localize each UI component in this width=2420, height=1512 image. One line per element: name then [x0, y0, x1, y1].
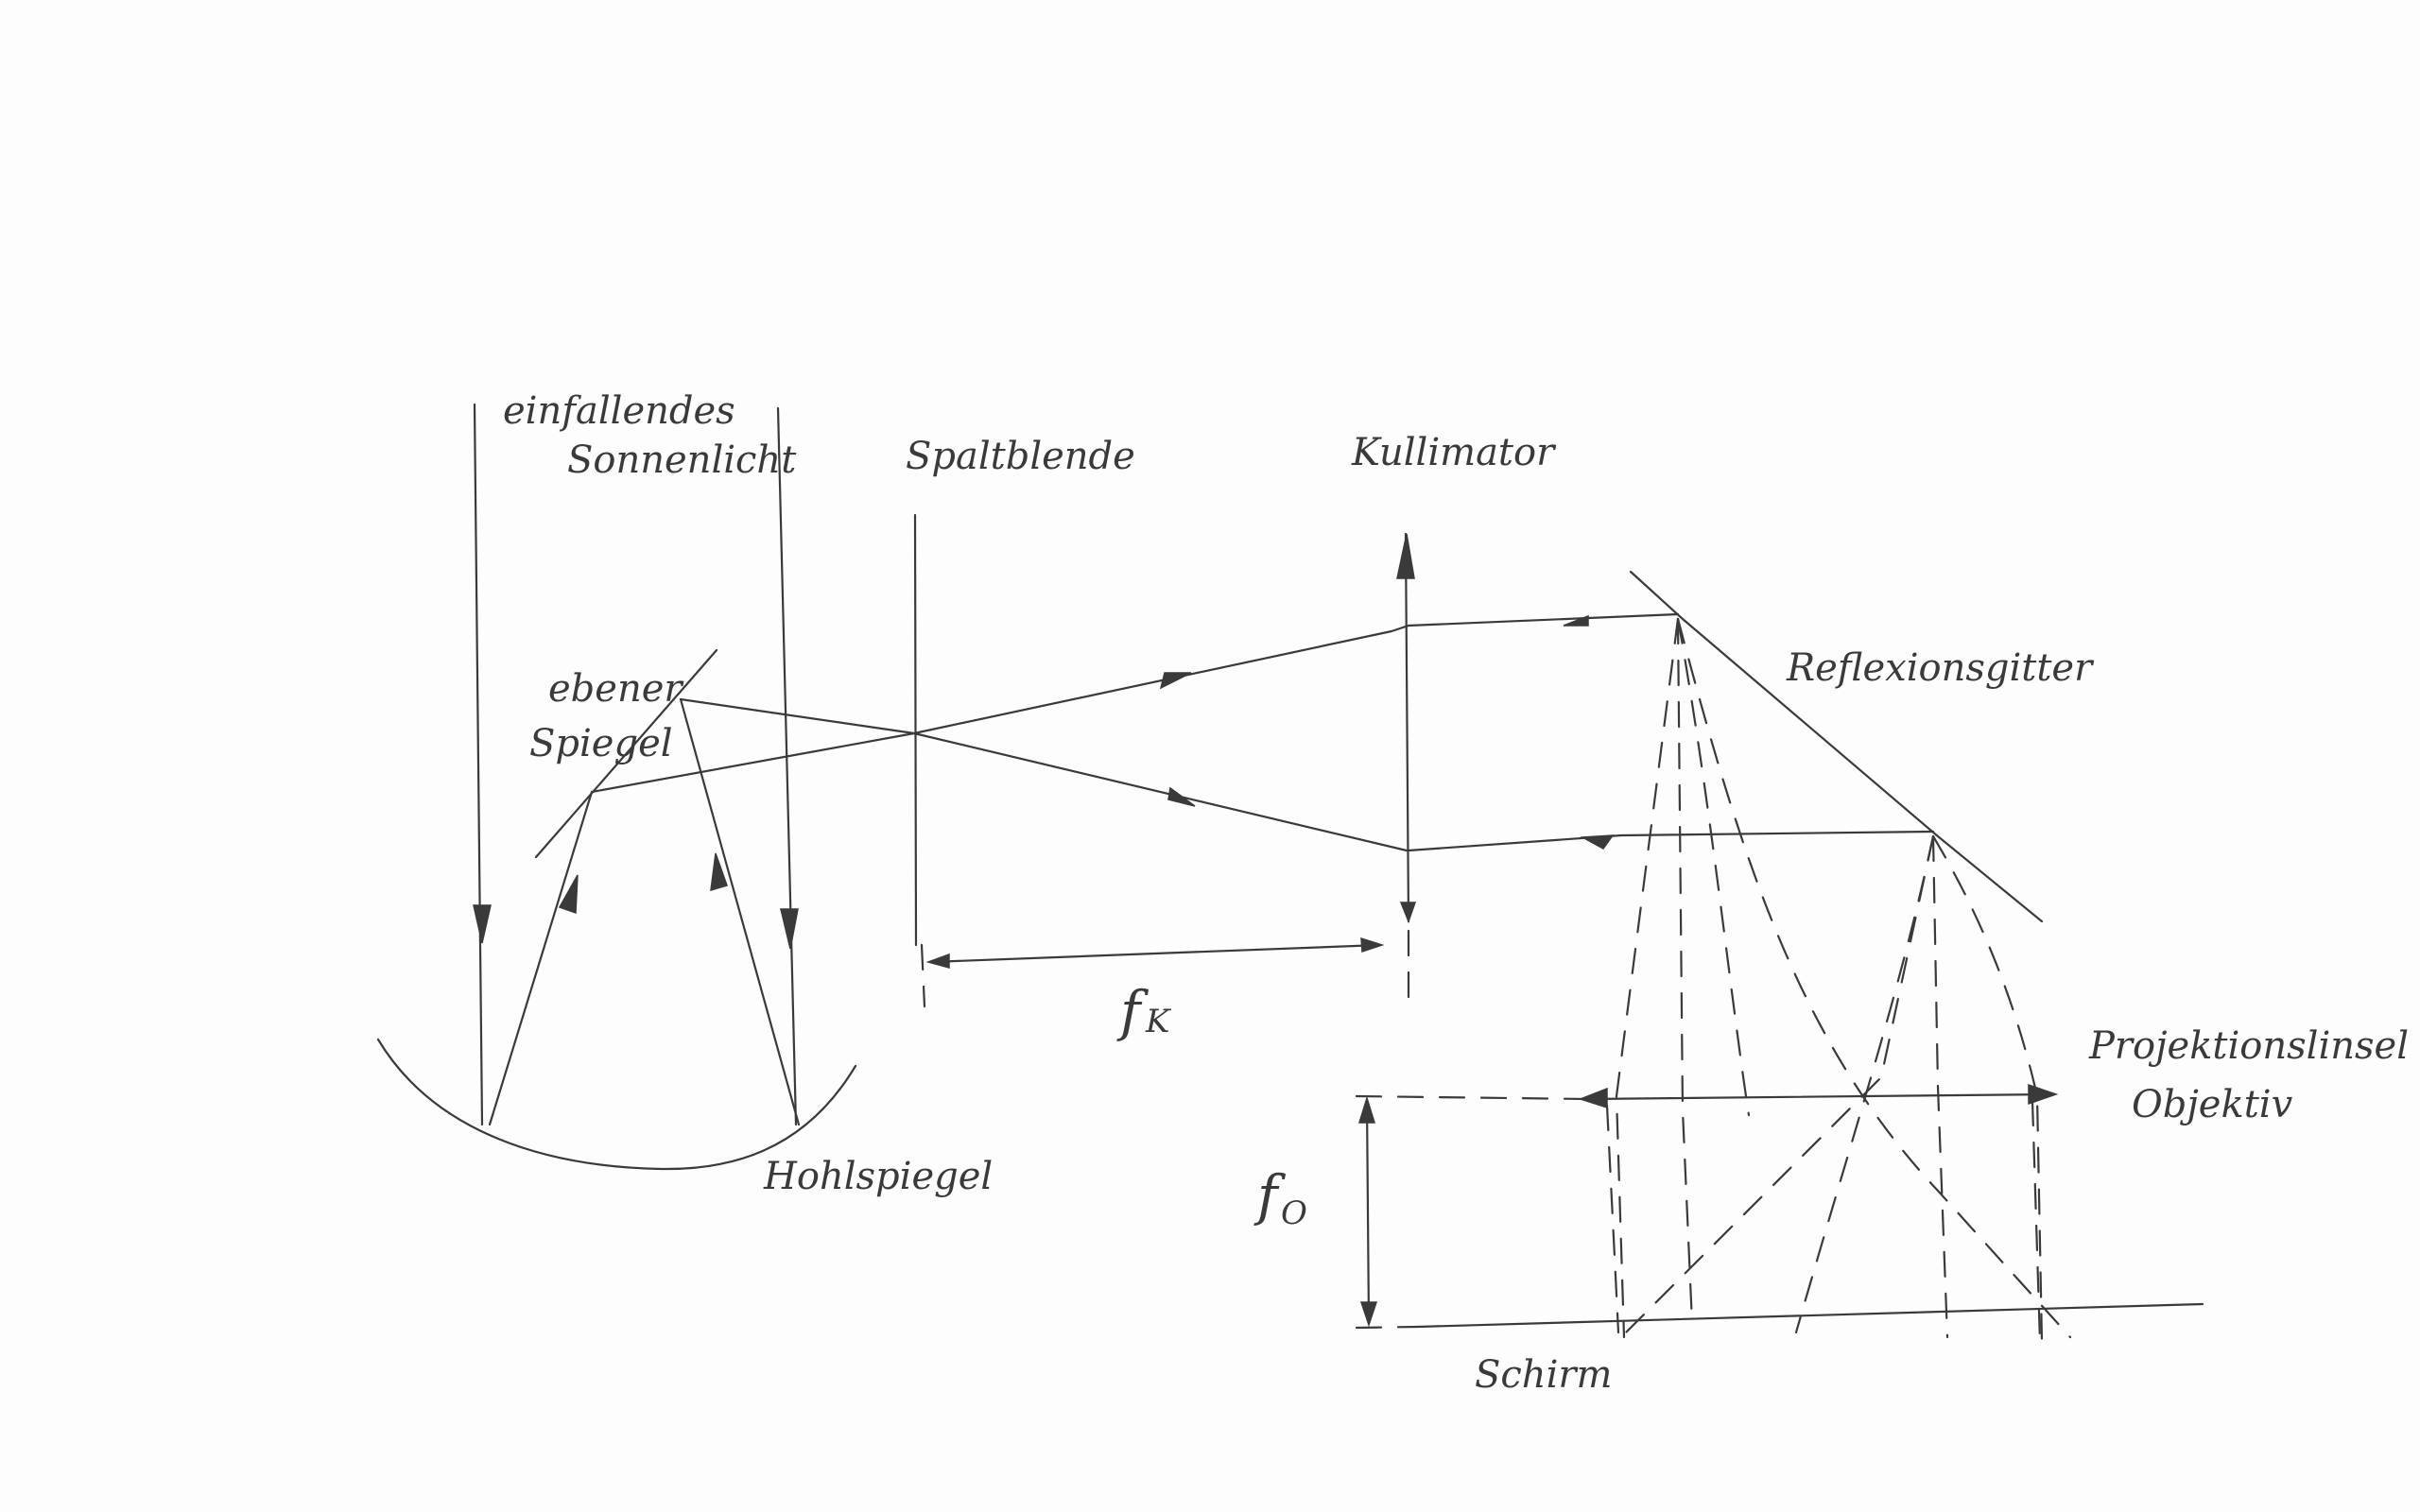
reflected-ray-right-arrowhead [710, 852, 728, 892]
diffracted-ray-1b [1676, 617, 1694, 1325]
incident-ray-right-arrowhead [780, 908, 799, 950]
reflection-grating-label: Reflexionsgitter [1786, 646, 2095, 690]
ray-to-collimator-lower [679, 697, 1409, 852]
diffracted-ray-2d [1794, 834, 1935, 1334]
ray-to-collimator-upper [590, 624, 1410, 794]
diffracted-ray-2c [1931, 834, 2044, 1344]
slit-extension [920, 943, 926, 1008]
focal-length-right-arrowhead [1360, 936, 1385, 954]
projection-lens-dashed-part [1355, 1094, 1590, 1101]
projection-lens-right-arrowhead [2028, 1083, 2059, 1106]
objective-focal-top-arrowhead [1357, 1095, 1376, 1124]
collimator-lens-top-arrowhead [1396, 533, 1415, 579]
slit-label: Spaltblende [906, 435, 1135, 478]
incident-ray-left [473, 403, 484, 1126]
projection-lens-label-line1: Projektionslinsel [2088, 1024, 2409, 1068]
parallel-beam-upper-arrowhead [1563, 614, 1589, 627]
collimator-focal-length-subscript: K [1145, 1003, 1172, 1040]
reflected-ray-left-arrowhead [558, 874, 579, 915]
focal-length-left-arrowhead [925, 953, 950, 969]
incident-ray-right [776, 406, 798, 1126]
diffracted-ray-1a [1615, 617, 1680, 1339]
collimator-lens [1404, 532, 1410, 923]
plane-mirror [534, 648, 718, 859]
projection-lens [1586, 1092, 2053, 1101]
slit-aperture [913, 513, 918, 947]
diffracted-ray-2a [1624, 834, 1935, 1334]
screen-dashed-part [1355, 1325, 1420, 1330]
objective-focal-length-line [1365, 1099, 1371, 1325]
lens-to-screen-left [1605, 1104, 1620, 1334]
parallel-beam-lower [1407, 830, 1935, 852]
plane-mirror-label-line2: Spiegel [529, 722, 673, 765]
reflection-grating [1629, 570, 2044, 923]
projection-lens-label-line2: Objektiv [2132, 1083, 2293, 1126]
parallel-beam-lower-arrowhead [1580, 834, 1615, 850]
objective-focal-length-subscript: O [1281, 1194, 1307, 1232]
screen [1416, 1302, 2204, 1329]
screen-label: Schirm [1475, 1353, 1612, 1397]
collimator-focal-length-line [929, 943, 1382, 964]
collimator-lens-bottom-arrowhead [1399, 902, 1417, 924]
collimator-focal-length-label: f [1116, 979, 1150, 1043]
plane-mirror-label-line1: ebener [548, 667, 684, 711]
parallel-beam-upper [1407, 612, 1680, 627]
reflected-ray-right [679, 697, 801, 1126]
incident-light-label-line2: Sonnenlicht [567, 438, 797, 482]
projection-lens-left-arrowhead [1578, 1087, 1608, 1109]
diffracted-ray-2b [1931, 834, 1949, 1339]
collimator-label: Kullimator [1351, 431, 1557, 474]
reflected-ray-left [488, 790, 594, 1126]
objective-focal-bottom-arrowhead [1359, 1301, 1378, 1328]
incident-ray-left-arrowhead [473, 904, 492, 944]
lens-to-screen-right [2031, 1099, 2042, 1344]
diffracted-ray-1d [1676, 617, 1751, 1117]
concave-mirror-arc [376, 1038, 857, 1171]
incident-light-label-line1: einfallendes [503, 389, 735, 433]
ray-upper-arrowhead [1159, 672, 1192, 690]
diffracted-ray-1c [1676, 617, 2072, 1339]
concave-mirror-label: Hohlspiegel [763, 1155, 993, 1198]
ray-lower-arrowhead [1167, 786, 1196, 807]
